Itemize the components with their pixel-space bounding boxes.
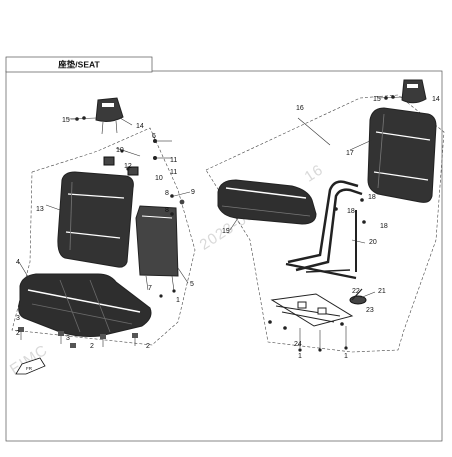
fasteners-8-9 xyxy=(170,191,191,216)
back-panel xyxy=(135,205,179,298)
part-labels: 15 14 6 10 11 12 10 11 13 8 9 8 4 5 7 1 … xyxy=(16,96,440,360)
label-17: 17 xyxy=(346,150,354,157)
label-22: 22 xyxy=(352,288,360,295)
left-assembly-outline xyxy=(11,127,196,346)
svg-text:FR: FR xyxy=(26,366,33,371)
label-10-low: 10 xyxy=(155,175,163,182)
base-fasteners xyxy=(18,327,138,348)
bolts-18 xyxy=(334,198,366,224)
label-11-low: 11 xyxy=(170,169,177,176)
label-15-right: 15 xyxy=(373,96,381,103)
label-23: 23 xyxy=(366,307,374,314)
leader-lines xyxy=(18,117,376,299)
label-15-left: 15 xyxy=(62,117,70,124)
bolts-11 xyxy=(153,139,172,160)
label-5: 5 xyxy=(190,281,194,288)
label-19: 19 xyxy=(222,228,230,235)
label-16: 16 xyxy=(296,105,304,112)
label-14-left: 14 xyxy=(136,123,144,130)
label-2-top: 2 xyxy=(16,330,20,337)
label-2-mid: 2 xyxy=(90,343,94,350)
label-18-right: 18 xyxy=(380,223,388,230)
backrest-left xyxy=(57,171,134,268)
label-1-right: 1 xyxy=(344,353,348,360)
label-9: 9 xyxy=(191,189,195,196)
label-13: 13 xyxy=(36,206,44,213)
label-18-mid: 18 xyxy=(347,208,355,215)
slider-knob xyxy=(349,288,367,305)
rail-fasteners xyxy=(268,320,348,352)
label-21: 21 xyxy=(378,288,386,295)
label-10-top: 10 xyxy=(116,147,124,154)
title-box xyxy=(5,56,153,73)
label-6: 6 xyxy=(152,133,156,140)
label-12: 12 xyxy=(124,163,132,170)
front-arrow-icon: FR xyxy=(15,357,46,375)
backrest-right xyxy=(367,107,437,203)
label-1-mid: 1 xyxy=(176,297,180,304)
label-3-top: 3 xyxy=(16,315,20,322)
page-title: 座垫/SEAT xyxy=(57,60,100,70)
label-8-top: 8 xyxy=(165,190,169,197)
seat-rail-plate xyxy=(270,293,354,327)
seat-cushion-right xyxy=(217,179,317,225)
label-4: 4 xyxy=(16,259,20,266)
label-24: 24 xyxy=(294,341,302,348)
label-11-top: 11 xyxy=(170,157,177,164)
label-8-low: 8 xyxy=(165,207,169,214)
label-7: 7 xyxy=(148,285,152,292)
label-14-right: 14 xyxy=(432,96,440,103)
label-1-low: 1 xyxy=(298,353,302,360)
headrest-left xyxy=(95,97,124,135)
bolt-15-right xyxy=(377,95,403,100)
label-20: 20 xyxy=(369,239,377,246)
label-2-right: 2 xyxy=(146,343,150,350)
right-assembly-outline xyxy=(205,94,445,353)
headrest-right xyxy=(401,79,427,104)
bracket-12 xyxy=(103,147,141,176)
label-18-top: 18 xyxy=(368,194,376,201)
label-3-mid: 3 xyxy=(66,335,70,342)
seat-base-left xyxy=(18,273,152,337)
